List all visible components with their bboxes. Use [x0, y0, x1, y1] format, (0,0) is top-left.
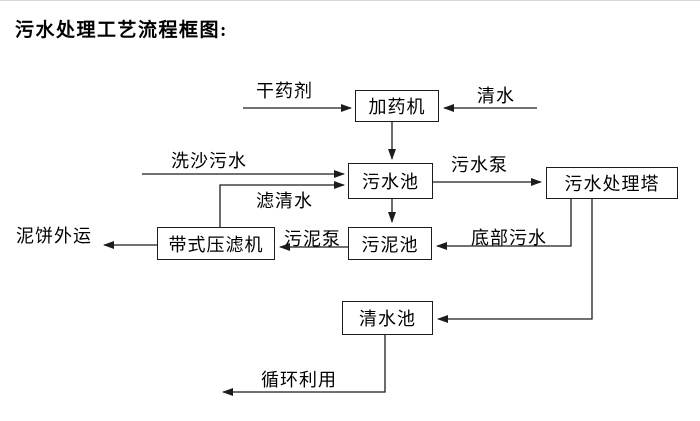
edge-tower-to-clean-pool — [437, 199, 593, 323]
node-sludge-pool: 污泥池 — [348, 227, 432, 260]
node-clean-water-pool: 清水池 — [342, 301, 433, 335]
label-mud-cake-outbound: 泥饼外运 — [16, 226, 92, 246]
node-belt-filter-press: 带式压滤机 — [157, 227, 275, 260]
label-clean-water: 清水 — [477, 86, 515, 106]
edge-recycling-outbound — [222, 335, 386, 396]
edge-filtered-water-return — [219, 181, 345, 227]
diagram-title: 污水处理工艺流程框图: — [15, 20, 228, 41]
node-sewage-pool: 污水池 — [348, 163, 433, 199]
label-recycling: 循环利用 — [261, 370, 337, 390]
label-sewage-pump: 污水泵 — [451, 155, 508, 175]
edge-bottom-sewage-to-sludge — [436, 199, 572, 250]
node-treatment-tower: 污水处理塔 — [546, 167, 678, 199]
label-sand-washing-sewage: 洗沙污水 — [171, 151, 247, 171]
label-sludge-pump: 污泥泵 — [284, 229, 341, 249]
label-dry-chemical: 干药剂 — [256, 81, 313, 101]
label-filtered-water: 滤清水 — [256, 191, 313, 211]
node-dosing-machine: 加药机 — [355, 90, 439, 122]
label-bottom-sewage: 底部污水 — [471, 228, 547, 248]
